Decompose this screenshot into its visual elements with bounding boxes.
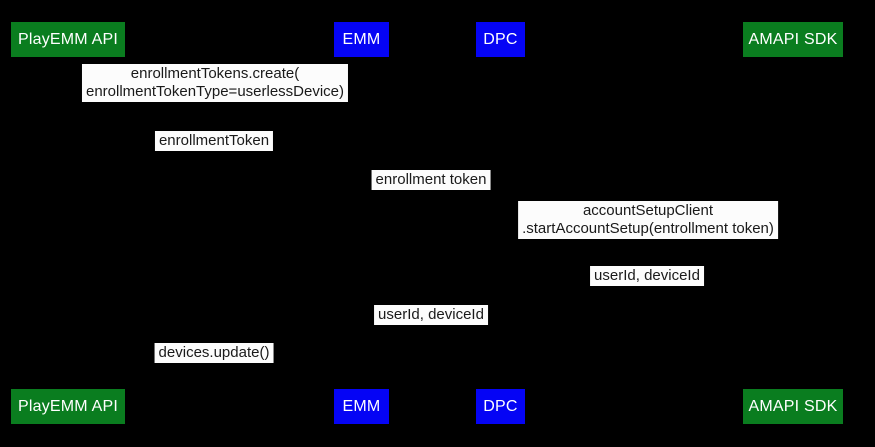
- actor-emm-top: EMM: [334, 22, 389, 57]
- actor-dpc-top: DPC: [476, 22, 525, 57]
- message-userid-deviceid-emm: userId, deviceId: [374, 305, 488, 325]
- message-enrollment-token: enrollment token: [371, 170, 491, 190]
- actor-dpc-bottom: DPC: [476, 389, 525, 424]
- actor-amapi-sdk-bottom: AMAPI SDK: [743, 389, 843, 424]
- actor-emm-bottom: EMM: [334, 389, 389, 424]
- message-devices-update: devices.update(): [154, 343, 274, 363]
- actor-playemm-api-bottom: PlayEMM API: [11, 389, 125, 424]
- message-enrollment-token-response: enrollmentToken: [154, 131, 274, 151]
- message-userid-deviceid-sdk: userId, deviceId: [590, 266, 704, 286]
- actor-amapi-sdk-top: AMAPI SDK: [743, 22, 843, 57]
- message-enrollment-tokens-create: enrollmentTokens.create( enrollmentToken…: [81, 64, 349, 102]
- actor-playemm-api-top: PlayEMM API: [11, 22, 125, 57]
- message-start-account-setup: accountSetupClient .startAccountSetup(en…: [518, 201, 778, 239]
